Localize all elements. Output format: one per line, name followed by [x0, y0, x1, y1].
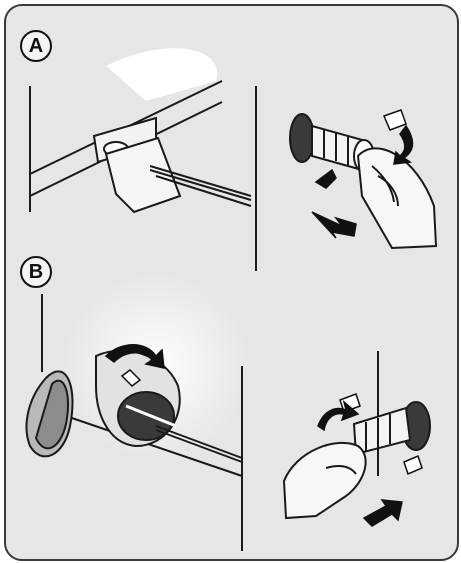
appliance-front-panel-a: [30, 48, 256, 271]
filter-removal-illustration-a: [290, 114, 436, 248]
instruction-diagram: A B: [4, 4, 459, 561]
diagram-illustration: [6, 6, 457, 559]
filter-refit-illustration-b: [284, 351, 430, 518]
